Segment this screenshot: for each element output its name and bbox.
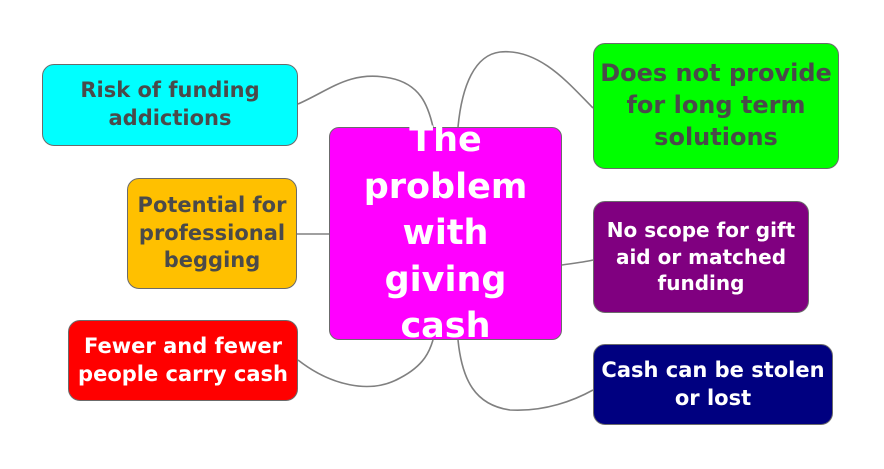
connector-addictions (297, 75, 434, 128)
topic-potential-for-professional-begging[interactable]: Potential for professional begging (127, 178, 297, 289)
topic-cash-stolen-or-lost[interactable]: Cash can be stolen or lost (593, 344, 833, 425)
central-topic[interactable]: The problem with giving cash (329, 120, 562, 346)
topic-label: Risk of funding addictions (80, 78, 260, 130)
topic-no-long-term-solutions[interactable]: Does not provide for long term solutions (593, 43, 839, 169)
topic-label: Cash can be stolen or lost (601, 357, 825, 410)
topic-label: Fewer and fewer people carry cash (78, 333, 288, 386)
connector-longterm (457, 51, 594, 128)
connector-giftaid (561, 259, 594, 266)
topic-risk-of-funding-addictions[interactable]: Risk of funding addictions (42, 64, 298, 146)
topic-fewer-people-carry-cash[interactable]: Fewer and fewer people carry cash (68, 320, 298, 401)
topic-no-gift-aid-or-matched-funding[interactable]: No scope for gift aid or matched funding (593, 201, 809, 313)
central-topic-label: The problem with giving cash (363, 120, 528, 347)
connector-fewer (297, 339, 434, 388)
topic-label: Potential for professional begging (137, 192, 287, 273)
topic-label: Does not provide for long term solutions (600, 59, 832, 151)
topic-label: No scope for gift aid or matched funding (606, 218, 796, 296)
connector-stolen (457, 339, 594, 411)
